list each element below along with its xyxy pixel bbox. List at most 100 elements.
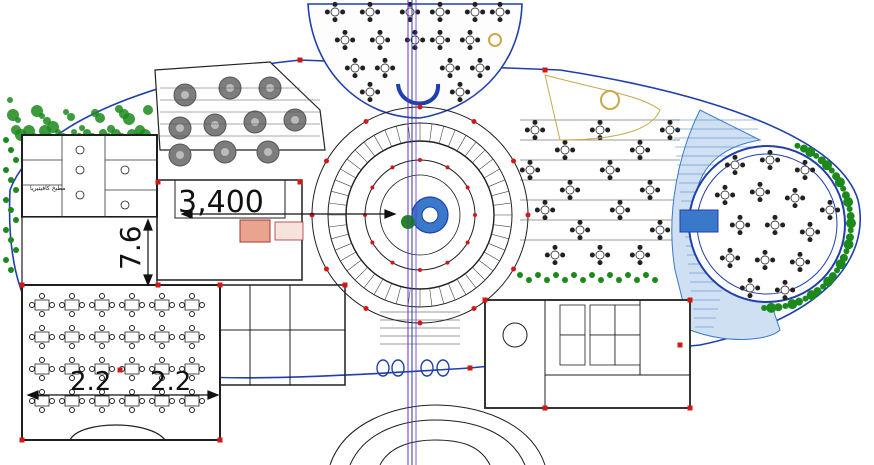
shrub-icon [3, 197, 9, 203]
column-marker [417, 320, 423, 326]
table-with-chairs [749, 181, 771, 203]
dim-height-left: 7.6 [114, 225, 147, 270]
column-marker [390, 260, 395, 265]
shrub-icon [834, 177, 845, 188]
table-with-chairs [59, 389, 85, 413]
shrub-icon [3, 227, 9, 233]
tree-icon [168, 116, 192, 140]
column-marker [217, 282, 223, 288]
column-marker [417, 104, 423, 110]
table-with-chairs [119, 293, 145, 317]
table-with-chairs [554, 139, 576, 161]
shrub-icon [143, 105, 153, 115]
column-marker [418, 158, 422, 162]
tree-icon [168, 143, 192, 167]
column-marker [482, 297, 488, 303]
table-with-chairs [729, 214, 751, 236]
toilet-fixtures [75, 145, 130, 210]
table-with-chairs [374, 57, 396, 79]
table-with-chairs [334, 29, 356, 51]
table-with-chairs [559, 179, 581, 201]
column-marker [465, 240, 470, 245]
table-with-chairs [629, 244, 651, 266]
column-marker [155, 282, 161, 288]
column-marker [445, 260, 450, 265]
table-with-chairs [764, 214, 786, 236]
column-marker [511, 158, 517, 164]
shrub-icon [643, 272, 649, 278]
table-with-chairs [119, 325, 145, 349]
table-with-chairs [759, 149, 781, 171]
table-with-chairs [59, 325, 85, 349]
table-with-chairs [149, 325, 175, 349]
table-with-chairs [544, 244, 566, 266]
column-marker [418, 268, 422, 272]
column-marker [471, 306, 477, 312]
column-marker [309, 212, 315, 218]
column-marker [363, 118, 369, 124]
dimension-lines [26, 209, 397, 400]
shrub-icon [79, 125, 85, 131]
column-marker [473, 213, 477, 217]
table-with-chairs [724, 154, 746, 176]
table-with-chairs [459, 29, 481, 51]
shrub-icon [589, 272, 595, 278]
shrub-icon [845, 218, 856, 229]
column-marker [297, 57, 303, 63]
pavilion-table-group [324, 1, 511, 103]
shrub-icon [11, 125, 21, 135]
central-steps [380, 311, 460, 345]
shrub-icon [822, 160, 833, 171]
shrub-icon [774, 303, 783, 312]
column-marker [217, 437, 223, 443]
entrance-planters [376, 359, 450, 377]
shrub-icon [828, 167, 835, 174]
tree-icon [256, 140, 280, 164]
shrub-icon [607, 272, 613, 278]
shrub-icon [526, 277, 532, 283]
shrub-icon [571, 272, 577, 278]
shrub-icon [843, 239, 854, 250]
shrub-icon [63, 109, 69, 115]
shrub-icon [47, 121, 59, 133]
dim-width-hall-left: 2.2 [70, 367, 111, 397]
table-with-chairs [29, 293, 55, 317]
dim-width-hall-right: 2.2 [150, 367, 191, 397]
shrub-icon [517, 272, 523, 278]
shrub-icon [544, 277, 550, 283]
tree-icon [283, 108, 307, 132]
table-with-chairs [179, 325, 205, 349]
shrub-icon [115, 105, 123, 113]
table-with-chairs [794, 159, 816, 181]
shrub-icon [135, 125, 145, 135]
table-with-chairs [179, 293, 205, 317]
tree-icon [203, 113, 227, 137]
column-marker [19, 437, 25, 443]
tree-icon [243, 110, 267, 134]
column-marker [677, 342, 683, 348]
column-marker [687, 405, 693, 411]
shrub-icon [766, 302, 777, 313]
table-with-chairs [449, 81, 471, 103]
hall-table-group [29, 293, 205, 413]
shrub-icon [843, 248, 850, 255]
table-with-chairs [464, 1, 486, 23]
table-with-chairs [59, 293, 85, 317]
table-with-chairs [149, 389, 175, 413]
table-with-chairs [29, 325, 55, 349]
table-with-chairs [719, 247, 741, 269]
column-marker [687, 297, 693, 303]
shrub-icon [13, 217, 19, 223]
table-with-chairs [534, 199, 556, 221]
dim-width-center: 3,400 [178, 185, 264, 220]
shrub-icon [562, 277, 568, 283]
room-label-arabic: مطبخ كافيتيريا [30, 185, 66, 192]
shrub-icon [3, 137, 9, 143]
left-service-block: مطبخ كافيتيريا [21, 134, 158, 286]
column-marker [390, 165, 395, 170]
shrub-icon [13, 187, 19, 193]
shrub-icon [813, 152, 820, 159]
column-marker [323, 158, 329, 164]
shrub-icon [846, 205, 853, 212]
table-with-chairs [179, 357, 205, 381]
